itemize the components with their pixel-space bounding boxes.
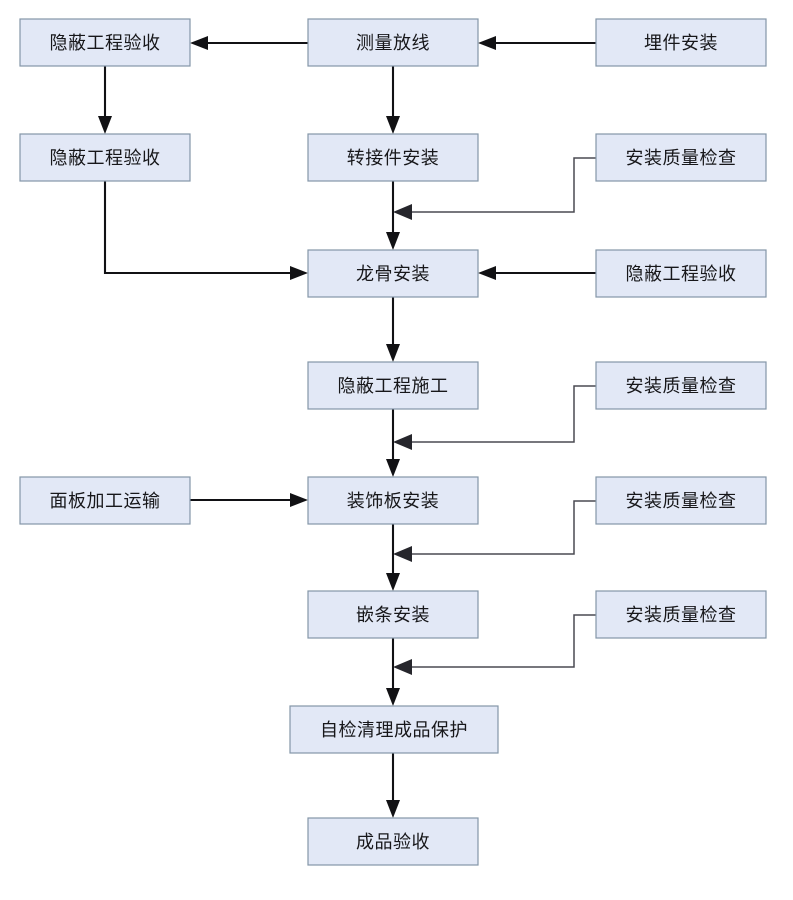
node-label: 转接件安装 xyxy=(347,148,440,168)
node-label: 埋件安装 xyxy=(644,33,718,53)
node-label: 安装质量检查 xyxy=(626,376,737,396)
edge-maijian-to-celiang xyxy=(478,36,596,50)
node-label: 成品验收 xyxy=(356,832,430,852)
edge-celiang-to-yanshou1 xyxy=(190,36,308,50)
edge-celiang-to-zhuanjiejian xyxy=(386,66,400,134)
node-label: 装饰板安装 xyxy=(347,491,440,511)
edge-qiantiao-to-zijian xyxy=(386,638,400,706)
edge-zhiliangjiancha4-elbow xyxy=(393,614,596,675)
node-label: 隐蔽工程施工 xyxy=(338,376,449,396)
node-longgu-anzhuang[interactable]: 龙骨安装 xyxy=(307,249,479,298)
edge-zhuangshiban-to-qiantiao xyxy=(386,524,400,591)
edge-mianban-to-zhuangshiban xyxy=(190,493,308,507)
node-label: 面板加工运输 xyxy=(50,491,161,511)
node-yinbi-gongcheng-yanshou-3[interactable]: 隐蔽工程验收 xyxy=(595,249,767,298)
node-anzhuang-zhiliang-jiancha-4[interactable]: 安装质量检查 xyxy=(595,590,767,639)
node-label: 隐蔽工程验收 xyxy=(626,264,737,284)
node-yinbi-gongcheng-yanshou-2[interactable]: 隐蔽工程验收 xyxy=(19,133,191,182)
node-label: 测量放线 xyxy=(356,33,430,53)
node-anzhuang-zhiliang-jiancha-3[interactable]: 安装质量检查 xyxy=(595,476,767,525)
node-zhuangshiban-anzhuang[interactable]: 装饰板安装 xyxy=(307,476,479,525)
edge-longgu-to-yinbishigong xyxy=(386,297,400,362)
edge-yanshou1-to-yanshou2 xyxy=(98,66,112,134)
node-mianban-jiagong-yunshu[interactable]: 面板加工运输 xyxy=(19,476,191,525)
edge-zijian-to-chengpinyanshou xyxy=(386,753,400,818)
node-qiantiao-anzhuang[interactable]: 嵌条安装 xyxy=(307,590,479,639)
node-yinbi-gongcheng-shigong[interactable]: 隐蔽工程施工 xyxy=(307,361,479,410)
node-anzhuang-zhiliang-jiancha-1[interactable]: 安装质量检查 xyxy=(595,133,767,182)
edge-layer xyxy=(98,36,596,818)
edge-yanshou3-to-longgu xyxy=(478,266,596,280)
node-label: 安装质量检查 xyxy=(626,605,737,625)
node-chengpin-yanshou[interactable]: 成品验收 xyxy=(307,817,479,866)
node-label: 嵌条安装 xyxy=(356,605,430,625)
node-anzhuang-zhiliang-jiancha-2[interactable]: 安装质量检查 xyxy=(595,361,767,410)
edge-zhiliangjiancha2-elbow xyxy=(393,385,596,450)
edge-yanshou2-to-longgu xyxy=(103,181,308,280)
node-label: 安装质量检查 xyxy=(626,148,737,168)
node-celiang-fangxian[interactable]: 测量放线 xyxy=(307,18,479,67)
node-label: 龙骨安装 xyxy=(356,264,430,284)
edge-zhiliangjiancha3-elbow xyxy=(393,500,596,562)
node-maijian-anzhuang[interactable]: 埋件安装 xyxy=(595,18,767,67)
node-label: 隐蔽工程验收 xyxy=(50,148,161,168)
node-label: 自检清理成品保护 xyxy=(320,720,468,740)
node-yinbi-gongcheng-yanshou-1[interactable]: 隐蔽工程验收 xyxy=(19,18,191,67)
node-label: 安装质量检查 xyxy=(626,491,737,511)
node-label: 隐蔽工程验收 xyxy=(50,33,161,53)
node-zhuanjiejian-anzhuang[interactable]: 转接件安装 xyxy=(307,133,479,182)
node-zijian-qingli-chengpin-baohu[interactable]: 自检清理成品保护 xyxy=(289,705,499,754)
edge-zhiliangjiancha1-elbow xyxy=(393,157,596,220)
edge-zhuanjiejian-to-longgu xyxy=(386,181,400,250)
node-layer: 隐蔽工程验收 测量放线 埋件安装 隐蔽工程验收 转接件安装 安装质量检查 xyxy=(19,18,767,866)
edge-yinbishigong-to-zhuangshiban xyxy=(386,409,400,477)
